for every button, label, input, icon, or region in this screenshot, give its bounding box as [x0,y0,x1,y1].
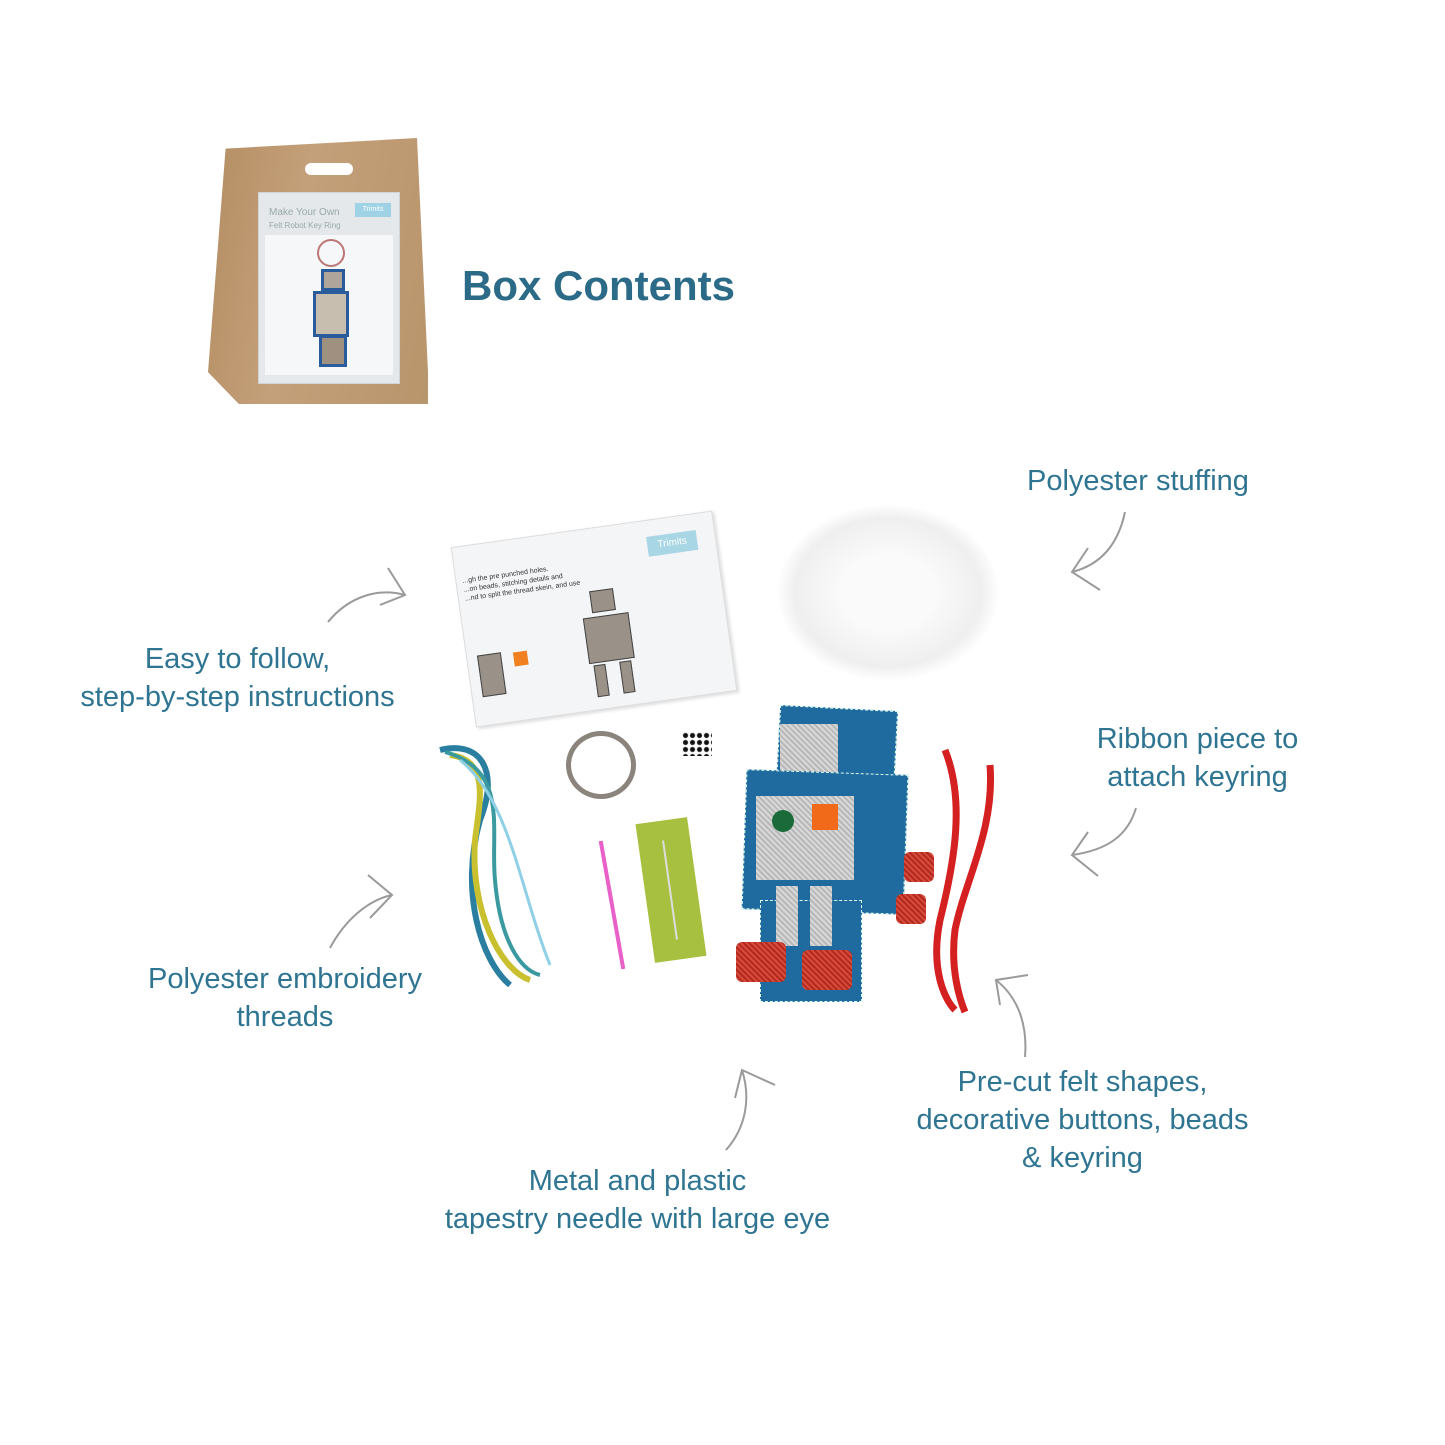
label-line: Easy to follow, [144,643,331,675]
label-ribbon: Ribbon piece to attach keyring [1080,720,1315,796]
ribbon-image [933,748,995,1014]
label-threads: Polyester embroidery threads [130,960,440,1036]
label-line: & keyring [1022,1142,1143,1174]
threads-image [439,745,552,988]
label-line: step-by-step instructions [80,681,395,713]
label-line: Metal and plastic [528,1165,747,1197]
label-line: attach keyring [1107,761,1288,793]
package-label: Make Your Own Felt Robot Key Ring Trimit… [258,192,400,384]
instructions-text: ...gh the pre punched holes. ...on beads… [462,565,581,603]
label-line: threads [236,1001,334,1033]
instructions-sheet-image: Trimits ...gh the pre punched holes. ...… [450,510,738,728]
needle-felt-image [635,817,707,963]
hang-hole [305,163,353,175]
beads-image [682,732,712,756]
label-needle: Metal and plastic tapestry needle with l… [420,1162,855,1238]
label-stuffing: Polyester stuffing [1027,462,1249,500]
label-line: Ribbon piece to [1096,723,1299,755]
arrow-icon [725,1069,748,1151]
arrow-icon [329,894,393,949]
package-window [265,235,393,375]
brand-logo: Trimits [355,203,391,217]
arrow-icon [1071,511,1126,573]
label-felt: Pre-cut felt shapes, decorative buttons,… [890,1063,1275,1177]
keyring-image [566,731,636,799]
label-line: tapestry needle with large eye [444,1203,831,1235]
package-line1: Make Your Own [269,207,340,218]
label-line: decorative buttons, beads [916,1104,1249,1136]
arrow-icon [327,591,406,623]
label-line: Polyester embroidery [148,963,422,995]
stuffing-image [778,505,998,680]
label-line: Polyester stuffing [1027,465,1249,497]
arrow-icon [1071,807,1137,856]
page-title: Box Contents [462,262,735,309]
label-instructions: Easy to follow, step-by-step instruction… [60,640,415,716]
label-line: Pre-cut felt shapes, [957,1066,1208,1098]
plastic-needle-image [598,840,626,970]
package-line2: Felt Robot Key Ring [269,221,341,230]
brand-logo: Trimits [646,529,699,557]
